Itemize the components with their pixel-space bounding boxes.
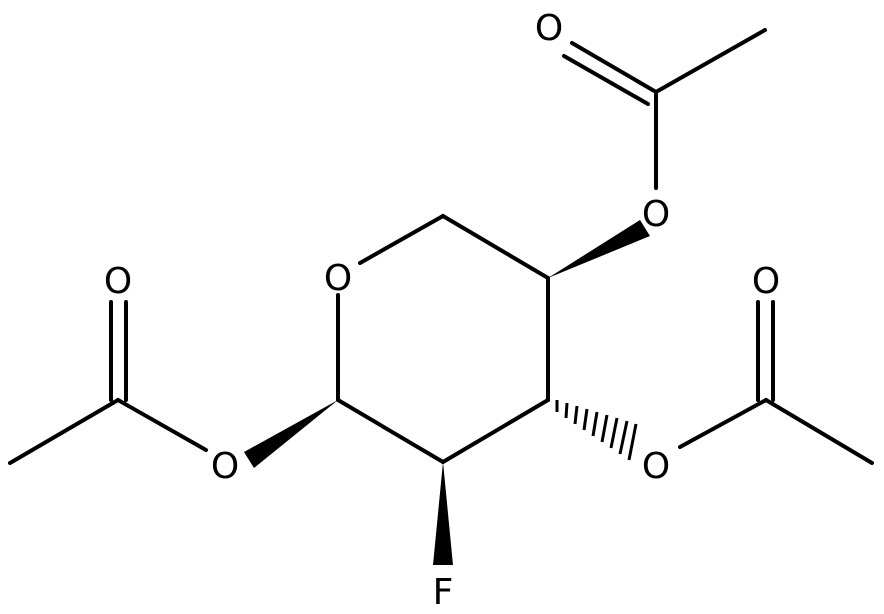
bond-c-ch3-right	[764, 398, 874, 465]
bond-c-ch3-left	[8, 398, 120, 465]
hashed-wedge-c3-o	[555, 400, 638, 461]
ring-oxygen-label: O	[324, 258, 352, 299]
bond-c5-ringO	[358, 214, 445, 265]
wedge-c2-f	[433, 462, 453, 565]
pyranose-ring	[336, 214, 550, 464]
bond-c4-c5	[441, 214, 550, 280]
bond-o-carbonylC-right	[678, 398, 768, 449]
bond-c-o-double-b-top	[562, 54, 650, 106]
bond-c2-c3	[441, 398, 550, 464]
acetate-right	[678, 300, 874, 465]
bond-o-carbonylC-left	[116, 398, 208, 452]
acetate-left-carbonyl-oxygen-label: O	[104, 261, 132, 302]
acetate-top-ester-oxygen-label: O	[642, 194, 670, 235]
acetate-top-carbonyl-oxygen-label: O	[535, 8, 563, 49]
fluorine-label: F	[433, 572, 454, 613]
wedge-c4-o	[548, 220, 650, 278]
acetate-right-ester-oxygen-label: O	[642, 446, 670, 487]
wedge-c1-o	[244, 400, 338, 468]
acetate-left-ester-oxygen-label: O	[211, 446, 239, 487]
bond-c-ch3-top	[654, 28, 767, 94]
bond-c-o-double-a-top	[570, 41, 658, 94]
acetate-right-carbonyl-oxygen-label: O	[752, 261, 780, 302]
acetate-left	[8, 300, 208, 465]
bond-c1-c2	[336, 398, 445, 464]
acetate-top	[562, 28, 767, 190]
